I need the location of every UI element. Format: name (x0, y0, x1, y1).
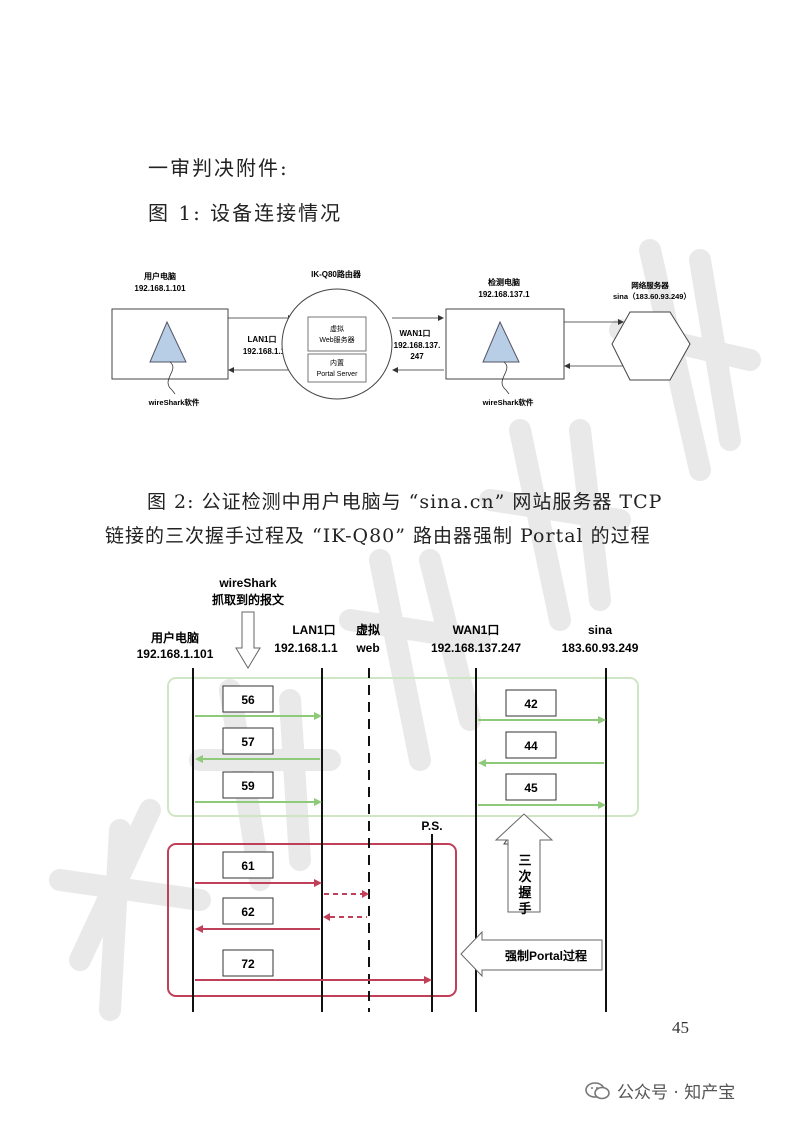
footer-attribution: 公众号 · 知产宝 (585, 1078, 735, 1103)
packet-61: 61 (241, 859, 255, 873)
page-number: 45 (672, 1018, 689, 1037)
handshake-char-3: 握 (518, 885, 531, 900)
lan-port-ip: 192.168.1.1 (243, 347, 286, 356)
lan-port-label: LAN1口 (248, 335, 277, 344)
col-lan-ip: 192.168.1.1 (274, 641, 338, 655)
packet-44: 44 (524, 739, 538, 753)
col-lan-label: LAN1口 (292, 623, 335, 637)
portal-server-label-1: 内置 (330, 358, 344, 367)
ps-label: P.S. (421, 819, 442, 833)
figure2-caption: 图 2: 公证检测中用户电脑与 “sina.cn” 网站服务器 TCP 链接的三… (105, 485, 705, 553)
portal-server-label-2: Portal Server (317, 371, 359, 378)
col-wan-ip: 192.168.137.247 (431, 641, 521, 655)
heading-figure1: 图 1: 设备连接情况 (148, 201, 343, 225)
virtual-web-label-1: 虚拟 (330, 324, 344, 333)
wireshark-left-label: wireShark软件 (148, 397, 200, 407)
handshake-char-4: 手 (518, 901, 531, 916)
net-server-hexagon-icon (611, 311, 691, 381)
wireshark-down-arrow-icon (235, 611, 261, 669)
net-server-ip: sina（183.60.93.249） (613, 291, 691, 301)
packet-42: 42 (524, 697, 538, 711)
figure2-caption-line1: 图 2: 公证检测中用户电脑与 “sina.cn” 网站服务器 TCP (147, 491, 663, 513)
detect-pc-ip: 192.168.137.1 (478, 290, 530, 299)
col-user-ip: 192.168.1.101 (137, 647, 214, 661)
figure2-handshake-diagram: wireShark 抓取到的报文 用户电脑 192.168.1.101 LAN1… (137, 576, 639, 1012)
user-pc-label: 用户电脑 (143, 271, 176, 281)
wan-port-ip-1: 192.168.137. (394, 341, 441, 350)
portal-process-label: 强制Portal过程 (505, 948, 587, 963)
col-user-label: 用户电脑 (150, 630, 199, 645)
handshake-char-2: 次 (518, 869, 531, 884)
virtual-web-label-2: Web服务器 (319, 335, 354, 344)
col-web-label-2: web (355, 641, 379, 655)
router-label: IK-Q80路由器 (311, 269, 362, 279)
wechat-logo-icon (585, 1081, 611, 1101)
wireshark-title-1: wireShark (218, 576, 277, 590)
wireshark-right-label: wireShark软件 (482, 397, 534, 407)
detect-pc-triangle-icon (482, 320, 520, 363)
handshake-char-1: 三 (518, 853, 531, 868)
packet-57: 57 (241, 735, 255, 749)
detect-pc-label: 检测电脑 (488, 277, 520, 287)
portal-region (167, 843, 457, 997)
packet-56: 56 (241, 693, 255, 707)
wireshark-title-2: 抓取到的报文 (212, 592, 285, 607)
packet-45: 45 (524, 781, 538, 795)
handshake-region (167, 677, 639, 817)
wan-port-ip-2: 247 (410, 352, 424, 361)
col-web-label-1: 虚拟 (356, 622, 380, 637)
figure2-caption-line2: 链接的三次握手过程及 “IK-Q80” 路由器强制 Portal 的过程 (105, 525, 651, 547)
heading-appendix: 一审判决附件: (148, 156, 289, 180)
col-sina-label: sina (588, 623, 612, 637)
col-wan-label: WAN1口 (453, 623, 500, 637)
user-pc-triangle-icon (149, 320, 187, 363)
packet-59: 59 (241, 779, 255, 793)
net-server-label: 网络服务器 (631, 280, 669, 290)
col-sina-ip: 183.60.93.249 (562, 641, 639, 655)
packet-62: 62 (241, 905, 255, 919)
footer-text: 公众号 · 知产宝 (617, 1083, 736, 1103)
portal-left-arrow-icon (460, 930, 603, 978)
packet-72: 72 (241, 957, 255, 971)
user-pc-ip: 192.168.1.101 (134, 284, 186, 293)
wan-port-label: WAN1口 (399, 329, 430, 338)
figure1-connection-diagram: 用户电脑 192.168.1.101 wireShark软件 LAN1口 192… (111, 269, 691, 407)
